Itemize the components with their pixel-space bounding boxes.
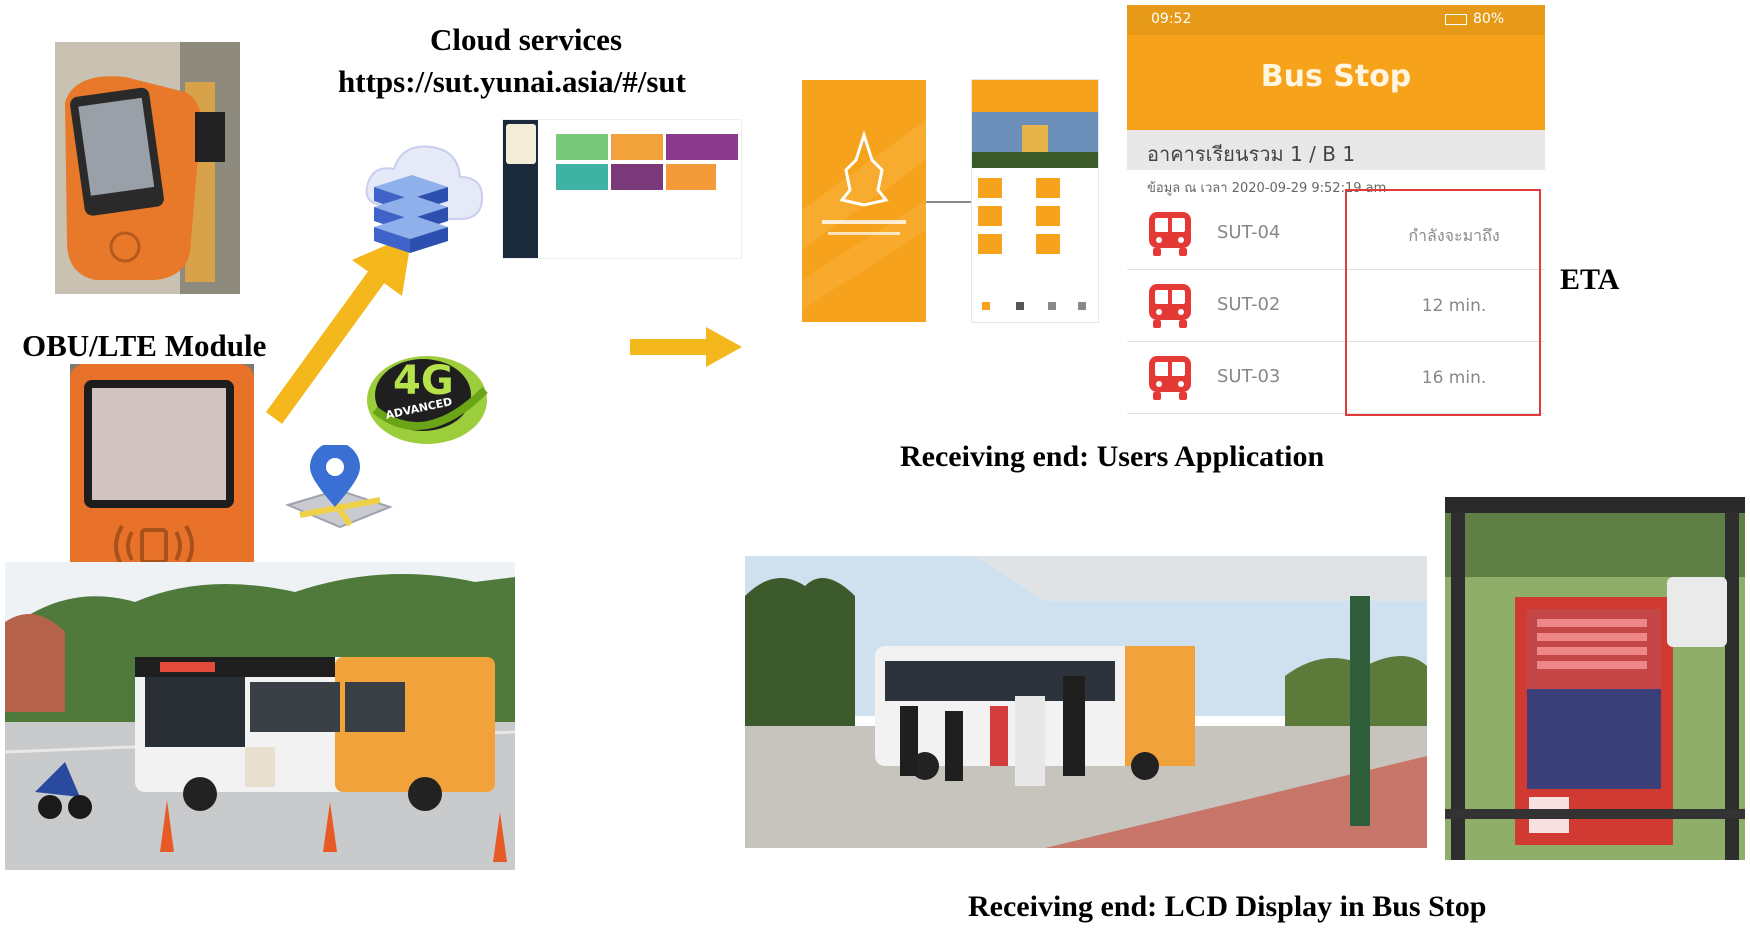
receiving-app-label: Receiving end: Users Application xyxy=(900,440,1325,473)
bus-row-2[interactable]: SUT-02 12 min. xyxy=(1127,270,1545,342)
bus-id: SUT-02 xyxy=(1217,294,1281,315)
app-splash-screen xyxy=(802,80,926,322)
badge-4g-text: 4G xyxy=(393,358,454,404)
lcd-display-photo xyxy=(1445,497,1745,860)
app-header xyxy=(1127,35,1545,130)
bus-road-photo xyxy=(5,562,515,870)
eta-label: ETA xyxy=(1560,263,1620,296)
forward-arrow-icon xyxy=(630,327,742,367)
battery-icon xyxy=(1445,14,1467,25)
upload-arrow-icon xyxy=(265,234,412,424)
status-battery: 80% xyxy=(1473,11,1505,27)
obu-device-photo-bottom xyxy=(70,364,254,589)
bus-id: SUT-04 xyxy=(1217,222,1281,243)
bus-eta: 12 min. xyxy=(1421,296,1487,316)
receiving-lcd-label: Receiving end: LCD Display in Bus Stop xyxy=(968,890,1487,923)
status-bar xyxy=(1127,5,1545,35)
lte-4g-badge-icon: 4G ADVANCED xyxy=(365,340,490,450)
header-title: Bus Stop xyxy=(1260,59,1412,94)
web-dashboard-thumbnail xyxy=(503,120,741,258)
bus-row-3[interactable]: SUT-03 16 min. xyxy=(1127,342,1545,414)
bus-eta: 16 min. xyxy=(1421,368,1487,388)
bus-stop-passengers-photo xyxy=(745,556,1427,848)
bus-icon xyxy=(1149,212,1191,256)
bus-row-1[interactable]: SUT-04 กำลังจะมาถึง xyxy=(1127,198,1545,270)
bus-stop-screen: 09:52 80% Bus Stop อาคารเรียนรวม 1 / B 1… xyxy=(1127,5,1545,433)
connector-line xyxy=(926,201,972,203)
cloud-server-icon xyxy=(365,145,484,253)
updated-time: ข้อมูล ณ เวลา 2020-09-29 9:52:19 am xyxy=(1147,181,1387,196)
eta-highlight-box xyxy=(1345,189,1541,416)
bus-icon xyxy=(1149,356,1191,400)
stop-name-bar xyxy=(1127,130,1545,170)
app-home-screen xyxy=(972,80,1098,322)
bus-icon xyxy=(1149,284,1191,328)
cloud-services-url: https://sut.yunai.asia/#/sut xyxy=(338,64,686,99)
gps-map-pin-icon xyxy=(285,445,393,529)
bus-eta: กำลังจะมาถึง xyxy=(1408,226,1500,245)
status-time: 09:52 xyxy=(1151,11,1192,27)
cloud-services-title: Cloud services xyxy=(430,22,623,57)
bus-id: SUT-03 xyxy=(1217,366,1281,387)
obu-module-label: OBU/LTE Module xyxy=(22,328,267,363)
stop-name: อาคารเรียนรวม 1 / B 1 xyxy=(1147,142,1356,166)
obu-device-photo-top xyxy=(55,42,240,294)
